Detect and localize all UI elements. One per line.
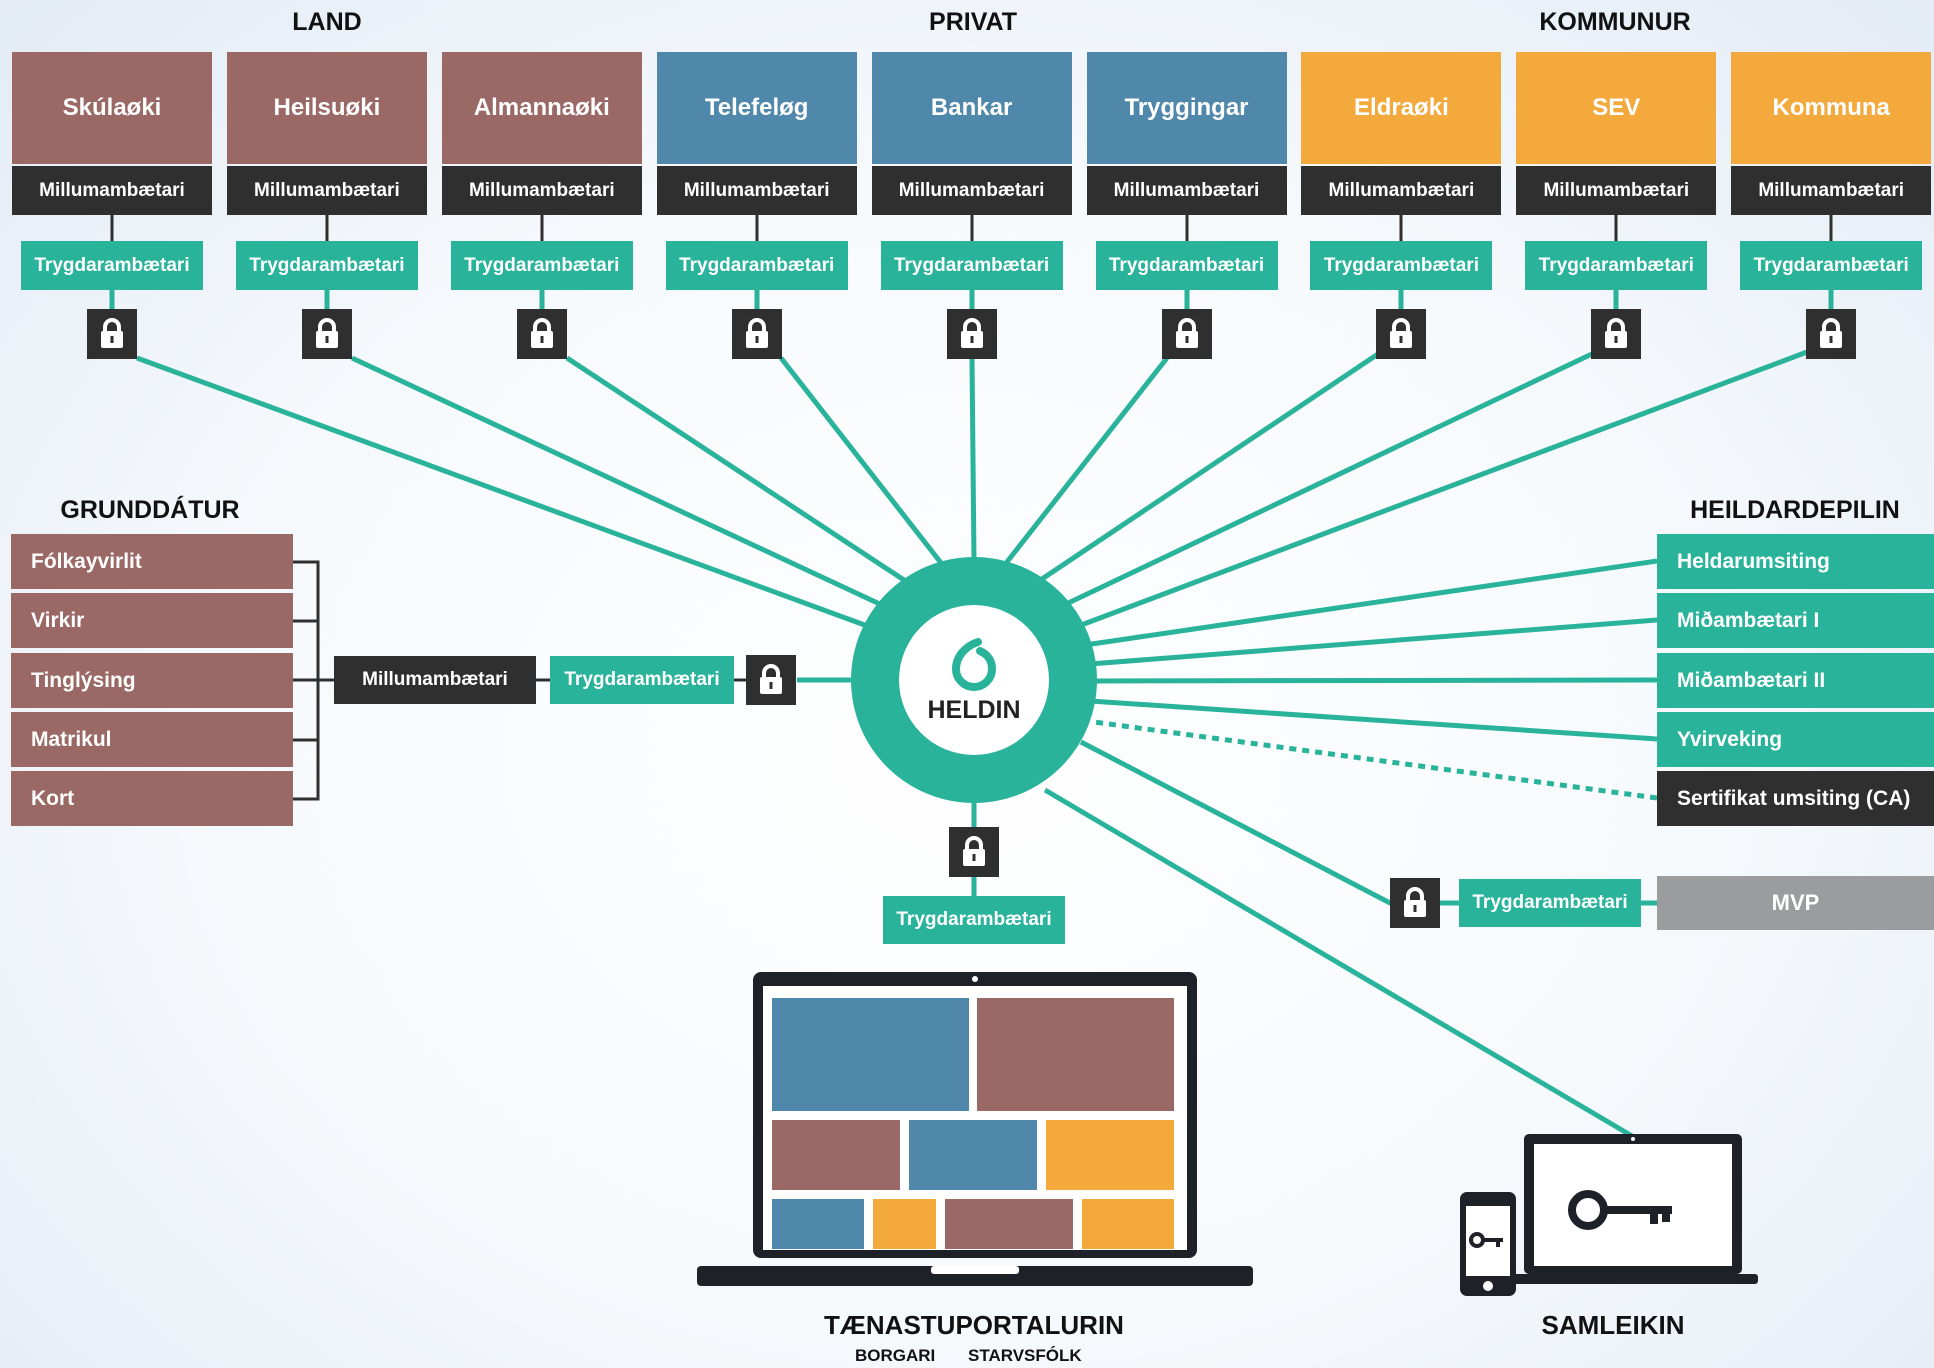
mvp-box[interactable]: MVP bbox=[1657, 876, 1934, 930]
service-midambaetari-2[interactable]: Miðambætari II bbox=[1657, 653, 1934, 708]
lock-icon bbox=[745, 318, 768, 348]
node-kommuna[interactable]: Kommuna bbox=[1731, 52, 1932, 164]
node-telefelog[interactable]: Telefeløg bbox=[656, 52, 857, 164]
middleware-bar-tryggingar[interactable]: Millumambætari bbox=[1086, 166, 1287, 215]
lock-icon-almannaoki bbox=[516, 309, 567, 359]
security-bar-telefelog[interactable]: Trygdarambætari bbox=[665, 241, 848, 290]
node-almannaoki[interactable]: Almannaøki bbox=[441, 52, 642, 164]
middleware-bar-telefelog[interactable]: Millumambætari bbox=[656, 166, 857, 215]
group-title-grunddatur: GRUNDDÁTUR bbox=[60, 496, 240, 524]
node-tryggingar[interactable]: Tryggingar bbox=[1086, 52, 1287, 164]
connector-samleikin bbox=[1043, 787, 1634, 1139]
service-heldarumsiting[interactable]: Heldarumsiting bbox=[1657, 534, 1934, 589]
portal-security-bar[interactable]: Trygdarambætari bbox=[883, 896, 1065, 944]
lock-icon-eldraoki bbox=[1376, 309, 1427, 359]
portal-lock-icon bbox=[949, 827, 999, 877]
heldin-hub[interactable]: HELDIN bbox=[851, 557, 1097, 803]
hub-inner: HELDIN bbox=[899, 605, 1049, 755]
lock-icon bbox=[315, 318, 338, 348]
lock-icon-bankar bbox=[946, 309, 997, 359]
security-bar-almannaoki[interactable]: Trygdarambætari bbox=[450, 241, 633, 290]
security-bar-tryggingar[interactable]: Trygdarambætari bbox=[1095, 241, 1278, 290]
connector-midambaetari-2 bbox=[1093, 677, 1658, 684]
lock-icon-tryggingar bbox=[1161, 309, 1212, 359]
lock-icon-heilsuoki bbox=[301, 309, 352, 359]
middleware-bar-eldraoki[interactable]: Millumambætari bbox=[1301, 166, 1502, 215]
group-title-privat: PRIVAT bbox=[929, 8, 1017, 36]
service-midambaetari-1[interactable]: Miðambætari I bbox=[1657, 593, 1934, 648]
node-heilsuoki[interactable]: Heilsuøki bbox=[226, 52, 427, 164]
hub-label: HELDIN bbox=[927, 695, 1021, 724]
laptop-portal-icon bbox=[697, 972, 1253, 1286]
left-middleware-bar[interactable]: Millumambætari bbox=[334, 656, 536, 704]
mvp-security-bar[interactable]: Trygdarambætari bbox=[1459, 879, 1641, 927]
lock-icon bbox=[960, 318, 983, 348]
lock-icon-sev bbox=[1591, 309, 1642, 359]
connector-sev bbox=[1060, 349, 1598, 609]
portal-subtitle-borgari: BORGARI bbox=[855, 1346, 936, 1365]
connector-midambaetari-1 bbox=[1089, 617, 1658, 667]
heldin-logo-icon bbox=[951, 637, 997, 691]
connector-heldarumsiting bbox=[1084, 558, 1658, 648]
security-bar-heilsuoki[interactable]: Trygdarambætari bbox=[235, 241, 418, 290]
connector-ca-dashed bbox=[1093, 719, 1658, 801]
security-bar-bankar[interactable]: Trygdarambætari bbox=[880, 241, 1063, 290]
group-title-land: LAND bbox=[292, 8, 362, 36]
connector-skulaoki bbox=[136, 355, 871, 630]
lock-icon bbox=[101, 318, 123, 348]
lock-icon bbox=[760, 664, 782, 694]
node-skulaoki[interactable]: Skúlaøki bbox=[12, 52, 212, 164]
node-eldraoki[interactable]: Eldraøki bbox=[1301, 52, 1502, 164]
node-bankar[interactable]: Bankar bbox=[871, 52, 1072, 164]
connector-bankar bbox=[969, 357, 977, 562]
lock-icon bbox=[963, 836, 985, 866]
middleware-bar-skulaoki[interactable]: Millumambætari bbox=[12, 166, 212, 215]
service-sertifikat-ca[interactable]: Sertifikat umsiting (CA) bbox=[1657, 771, 1934, 826]
portal-subtitle-starvsfolk: STARVSFÓLK bbox=[968, 1346, 1082, 1365]
samleikin-title: SAMLEIKIN bbox=[1541, 1310, 1685, 1340]
connector-heilsuoki bbox=[350, 355, 886, 609]
connector-kommuna bbox=[1075, 349, 1808, 630]
left-lock-icon bbox=[746, 655, 796, 705]
data-source-folkayvirlit[interactable]: Fólkayvirlit bbox=[11, 534, 293, 589]
lock-icon-kommuna bbox=[1806, 309, 1857, 359]
lock-icon-telefelog bbox=[731, 309, 782, 359]
data-source-tinglysing[interactable]: Tinglýsing bbox=[11, 653, 293, 708]
middleware-bar-sev[interactable]: Millumambætari bbox=[1516, 166, 1717, 215]
lock-icon bbox=[1390, 318, 1413, 348]
lock-icon-skulaoki bbox=[87, 309, 137, 359]
middleware-bar-heilsuoki[interactable]: Millumambætari bbox=[226, 166, 427, 215]
group-title-kommunur: KOMMUNUR bbox=[1539, 8, 1691, 36]
lock-icon bbox=[1404, 887, 1426, 917]
connector-telefelog bbox=[779, 356, 947, 570]
connector-tryggingar bbox=[1001, 356, 1169, 569]
data-source-matrikul[interactable]: Matrikul bbox=[11, 712, 293, 767]
left-security-bar[interactable]: Trygdarambætari bbox=[550, 656, 734, 704]
security-bar-sev[interactable]: Trygdarambætari bbox=[1525, 241, 1708, 290]
mvp-lock-icon bbox=[1390, 878, 1440, 928]
samleikin-devices-icon bbox=[1460, 1134, 1758, 1296]
data-source-kort[interactable]: Kort bbox=[11, 771, 293, 826]
lock-icon bbox=[530, 318, 553, 348]
data-source-virkir[interactable]: Virkir bbox=[11, 593, 293, 648]
lock-icon bbox=[1820, 318, 1843, 348]
node-sev[interactable]: SEV bbox=[1516, 52, 1717, 164]
middleware-bar-kommuna[interactable]: Millumambætari bbox=[1731, 166, 1932, 215]
group-title-heildardepilin: HEILDARDEPILIN bbox=[1690, 496, 1900, 524]
portal-title: TÆNASTUPORTALURIN bbox=[824, 1310, 1124, 1340]
middleware-bar-almannaoki[interactable]: Millumambætari bbox=[441, 166, 642, 215]
connector-yvirveking bbox=[1089, 698, 1658, 742]
connector-almannaoki bbox=[565, 355, 912, 587]
service-yvirveking[interactable]: Yvirveking bbox=[1657, 712, 1934, 767]
lock-icon bbox=[1175, 318, 1198, 348]
security-bar-eldraoki[interactable]: Trygdarambætari bbox=[1310, 241, 1493, 290]
middleware-bar-bankar[interactable]: Millumambætari bbox=[871, 166, 1072, 215]
dark-stems bbox=[110, 215, 1833, 801]
connector-eldraoki bbox=[1034, 349, 1383, 586]
lock-icon bbox=[1605, 318, 1628, 348]
security-bar-skulaoki[interactable]: Trygdarambætari bbox=[21, 241, 203, 290]
security-bar-kommuna[interactable]: Trygdarambætari bbox=[1740, 241, 1923, 290]
